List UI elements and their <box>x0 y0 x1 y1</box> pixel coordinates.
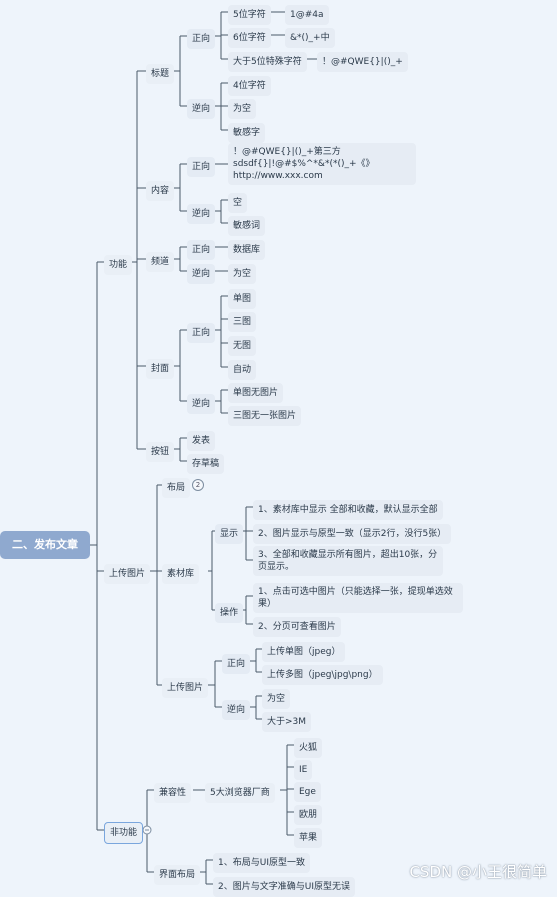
node-operate-2[interactable]: 2、分页可查看图片 <box>253 617 341 637</box>
node-content-neg[interactable]: 逆向 <box>187 204 216 224</box>
node-title-pos-1[interactable]: 5位字符 <box>228 5 271 25</box>
node-channel-neg[interactable]: 逆向 <box>187 264 216 284</box>
node-title-neg-3[interactable]: 敏感字 <box>228 123 266 143</box>
node-browser-opera[interactable]: 欧朋 <box>294 805 323 825</box>
node-cover-pos-1[interactable]: 单图 <box>228 289 257 309</box>
node-upload-img[interactable]: 上传图片 <box>162 678 209 698</box>
node-upload-pos[interactable]: 正向 <box>222 654 251 674</box>
node-display-1[interactable]: 1、素材库中显示 全部和收藏，默认显示全部 <box>253 500 443 520</box>
node-title-neg[interactable]: 逆向 <box>187 99 216 119</box>
node-title-pos[interactable]: 正向 <box>187 29 216 49</box>
node-cover[interactable]: 封面 <box>146 359 175 379</box>
node-cover-pos-3[interactable]: 无图 <box>228 336 257 356</box>
node-cover-pos[interactable]: 正向 <box>187 323 216 343</box>
node-browser-edge[interactable]: Ege <box>294 782 321 802</box>
node-browsers[interactable]: 5大浏览器厂商 <box>205 783 275 803</box>
node-content-neg-2[interactable]: 敏感词 <box>228 216 266 236</box>
node-nonfunc[interactable]: 非功能 <box>104 822 144 844</box>
node-upload[interactable]: 上传图片 <box>104 564 151 584</box>
node-title-neg-1[interactable]: 4位字符 <box>228 76 271 96</box>
node-title-pos-3-value[interactable]: ！@#QWE{}|()_+ <box>317 52 408 72</box>
node-content-pos[interactable]: 正向 <box>187 157 216 177</box>
node-ui-layout[interactable]: 界面布局 <box>154 865 201 885</box>
node-layout[interactable]: 布局 <box>162 478 191 498</box>
node-operate[interactable]: 操作 <box>215 603 244 623</box>
node-display-2[interactable]: 2、图片显示与原型一致（显示2行，没行5张） <box>253 524 452 544</box>
node-cover-pos-2[interactable]: 三图 <box>228 312 257 332</box>
node-display[interactable]: 显示 <box>215 524 244 544</box>
layout-badge[interactable]: 2 <box>192 479 204 491</box>
node-content-neg-1[interactable]: 空 <box>228 193 248 213</box>
node-title[interactable]: 标题 <box>146 64 175 84</box>
node-channel-pos-1[interactable]: 数据库 <box>228 240 266 260</box>
node-title-pos-2[interactable]: 6位字符 <box>228 28 271 48</box>
node-title-pos-2-value[interactable]: &*()_+中 <box>285 28 335 48</box>
node-cover-neg-2[interactable]: 三图无一张图片 <box>228 406 302 426</box>
node-content-pos-text[interactable]: ！@#QWE{}|()_+第三方 sdsdf{}|!@#$%^*&*(*()_+… <box>228 143 416 185</box>
node-content[interactable]: 内容 <box>146 181 175 201</box>
node-operate-1[interactable]: 1、点击可选中图片（只能选择一张，提现单选效果） <box>253 583 463 613</box>
node-button[interactable]: 按钮 <box>146 442 175 462</box>
watermark: CSDN @小王很简单 <box>409 863 547 881</box>
node-button-publish[interactable]: 发表 <box>187 431 216 451</box>
node-upload-pos-1[interactable]: 上传单图（jpeg） <box>262 642 346 662</box>
node-title-pos-1-value[interactable]: 1@#4a <box>285 5 329 25</box>
node-cover-pos-4[interactable]: 自动 <box>228 360 257 380</box>
node-ui-1[interactable]: 1、布局与UI原型一致 <box>213 853 310 873</box>
node-cover-neg[interactable]: 逆向 <box>187 394 216 414</box>
node-button-draft[interactable]: 存草稿 <box>187 454 225 474</box>
node-upload-neg-2[interactable]: 大于>3M <box>262 712 312 732</box>
node-ui-2[interactable]: 2、图片与文字准确与UI原型无误 <box>213 877 355 897</box>
node-cover-neg-1[interactable]: 单图无图片 <box>228 383 284 403</box>
node-channel-neg-1[interactable]: 为空 <box>228 264 257 284</box>
node-channel[interactable]: 频道 <box>146 252 175 272</box>
node-browser-ie[interactable]: IE <box>294 760 313 780</box>
node-browser-safari[interactable]: 苹果 <box>294 828 323 848</box>
node-title-pos-3[interactable]: 大于5位特殊字符 <box>228 52 307 72</box>
node-upload-pos-2[interactable]: 上传多图（jpeg\jpg\png） <box>262 665 383 685</box>
root-node[interactable]: 二、发布文章 <box>0 531 90 559</box>
node-display-3[interactable]: 3、全部和收藏显示所有图片，超出10张，分页显示。 <box>253 546 443 576</box>
node-upload-neg-1[interactable]: 为空 <box>262 689 291 709</box>
node-func[interactable]: 功能 <box>104 255 133 275</box>
node-title-neg-2[interactable]: 为空 <box>228 99 257 119</box>
node-library[interactable]: 素材库 <box>162 564 200 584</box>
node-browser-firefox[interactable]: 火狐 <box>294 738 323 758</box>
node-compat[interactable]: 兼容性 <box>154 783 192 803</box>
node-channel-pos[interactable]: 正向 <box>187 240 216 260</box>
node-upload-neg[interactable]: 逆向 <box>222 700 251 720</box>
